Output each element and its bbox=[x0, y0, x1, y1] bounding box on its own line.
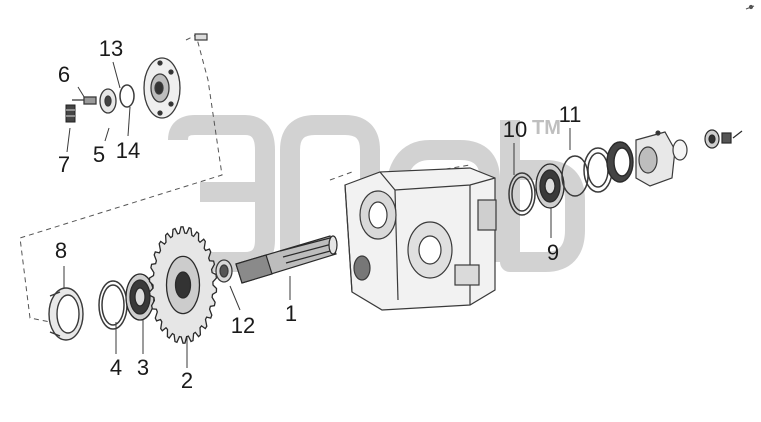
callout-9: 9 bbox=[546, 240, 560, 265]
callout-5: 5 bbox=[92, 142, 106, 167]
leader-13 bbox=[112, 61, 121, 89]
callout-7: 7 bbox=[57, 152, 71, 177]
gearbox-housing bbox=[344, 167, 497, 311]
part-14-o-ring bbox=[119, 84, 135, 108]
part-7-nut bbox=[65, 104, 76, 123]
leader-7 bbox=[66, 127, 71, 153]
part-3-bearing bbox=[125, 273, 155, 321]
callout-6: 6 bbox=[57, 62, 71, 87]
part-6-bolt bbox=[72, 96, 97, 105]
right-seal bbox=[606, 141, 634, 183]
part-1-splined-shaft bbox=[235, 235, 338, 284]
watermark-tm: TM bbox=[532, 117, 561, 139]
callout-13: 13 bbox=[98, 36, 124, 61]
gear-hub bbox=[174, 271, 192, 299]
part-5-bushing bbox=[99, 88, 117, 114]
cover-flange bbox=[143, 57, 181, 119]
part-10-snap-ring bbox=[508, 172, 536, 216]
part-9-bearing bbox=[535, 163, 565, 209]
part-8-seal bbox=[48, 287, 84, 341]
right-small-parts bbox=[704, 129, 743, 149]
callout-3: 3 bbox=[136, 355, 150, 380]
callout-14: 14 bbox=[115, 138, 141, 163]
callout-10: 10 bbox=[502, 117, 528, 142]
callout-1: 1 bbox=[284, 301, 298, 326]
part-12-spacer bbox=[215, 259, 233, 283]
part-2-gear bbox=[148, 226, 218, 344]
right-end-cover bbox=[635, 130, 688, 187]
part-4-snap-ring bbox=[98, 280, 128, 330]
callout-4: 4 bbox=[109, 355, 123, 380]
callout-11: 11 bbox=[558, 102, 582, 127]
callout-2: 2 bbox=[180, 368, 194, 393]
leader-5 bbox=[104, 127, 110, 142]
leader-14 bbox=[127, 106, 131, 137]
small-screw-top bbox=[194, 33, 208, 41]
callout-8: 8 bbox=[54, 238, 68, 263]
callout-12: 12 bbox=[230, 313, 256, 338]
leader-lines bbox=[63, 61, 571, 368]
leader-12 bbox=[229, 285, 241, 311]
corner-mark bbox=[745, 4, 755, 10]
